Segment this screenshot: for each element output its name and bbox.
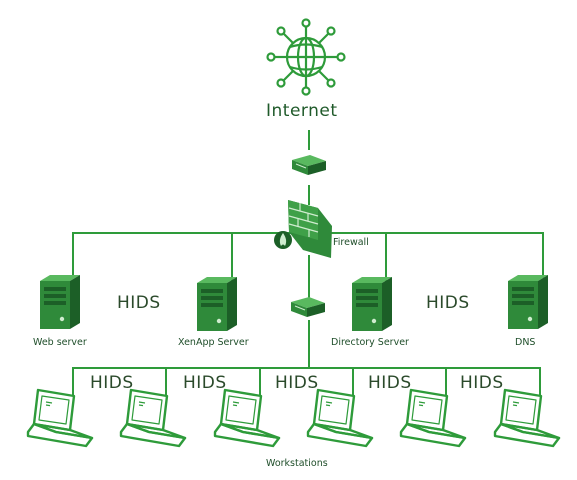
server-label-dns: DNS	[515, 337, 536, 348]
globe-network-icon	[266, 18, 346, 96]
laptop-icon	[26, 388, 94, 448]
hids-label-workstation: HIDS	[368, 373, 412, 393]
server-icon-directory	[352, 277, 392, 331]
router-icon-internet	[291, 154, 327, 176]
router-icon-workstations	[290, 296, 326, 318]
hids-label-workstation: HIDS	[183, 373, 227, 393]
laptop-icon	[119, 388, 187, 448]
workstations-label: Workstations	[266, 458, 328, 469]
server-icon-xenapp	[197, 277, 237, 331]
server-icon-dns	[508, 275, 548, 329]
laptop-icon	[306, 388, 374, 448]
laptop-icon	[493, 388, 561, 448]
laptop-icon	[213, 388, 281, 448]
hids-label-servers-left: HIDS	[117, 293, 161, 313]
server-label-directory: Directory Server	[331, 337, 409, 348]
hids-label-workstation: HIDS	[275, 373, 319, 393]
server-label-xenapp: XenApp Server	[178, 337, 249, 348]
laptop-icon	[399, 388, 467, 448]
internet-label: Internet	[266, 101, 338, 121]
hids-label-servers-right: HIDS	[426, 293, 470, 313]
firewall-label: Firewall	[333, 237, 369, 248]
brick-wall-flame-icon	[274, 200, 332, 258]
server-icon-web	[40, 275, 80, 329]
server-label-web: Web server	[33, 337, 87, 348]
hids-label-workstation: HIDS	[460, 373, 504, 393]
hids-label-workstation: HIDS	[90, 373, 134, 393]
